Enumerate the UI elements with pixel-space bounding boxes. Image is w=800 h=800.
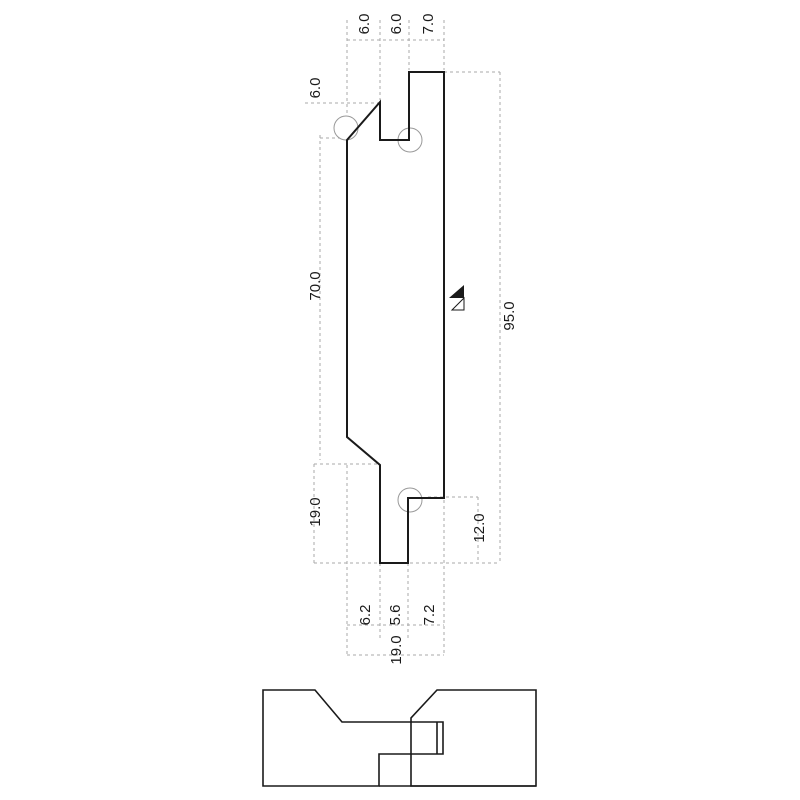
joint-right-board-outline — [410, 689, 537, 787]
dim-chamfer: 6.0 — [307, 78, 324, 99]
dim-top-width-1: 6.0 — [356, 14, 373, 35]
dim-bottom-width-3: 7.2 — [421, 605, 438, 626]
extension-lines — [305, 20, 501, 656]
dim-bottom-width-2: 5.6 — [387, 605, 404, 626]
dim-bottom-height: 19.0 — [307, 497, 324, 526]
dim-bottom-width-1: 6.2 — [357, 605, 374, 626]
grain-direction-triangle-icon — [449, 285, 465, 311]
bottom-tongue-reference-circle — [397, 487, 423, 513]
dim-bottom-total-width: 19.0 — [388, 635, 405, 664]
dim-total-height: 95.0 — [501, 301, 518, 330]
chamfer-reference-circle — [333, 115, 359, 141]
joint-left-board-outline — [262, 689, 412, 787]
dim-tongue-height: 12.0 — [471, 513, 488, 542]
board-profile-outline — [346, 71, 445, 564]
dim-face-height: 70.0 — [307, 271, 324, 300]
dim-top-width-3: 7.0 — [420, 14, 437, 35]
dim-top-width-2: 6.0 — [388, 14, 405, 35]
joint-detail-view — [262, 689, 537, 787]
